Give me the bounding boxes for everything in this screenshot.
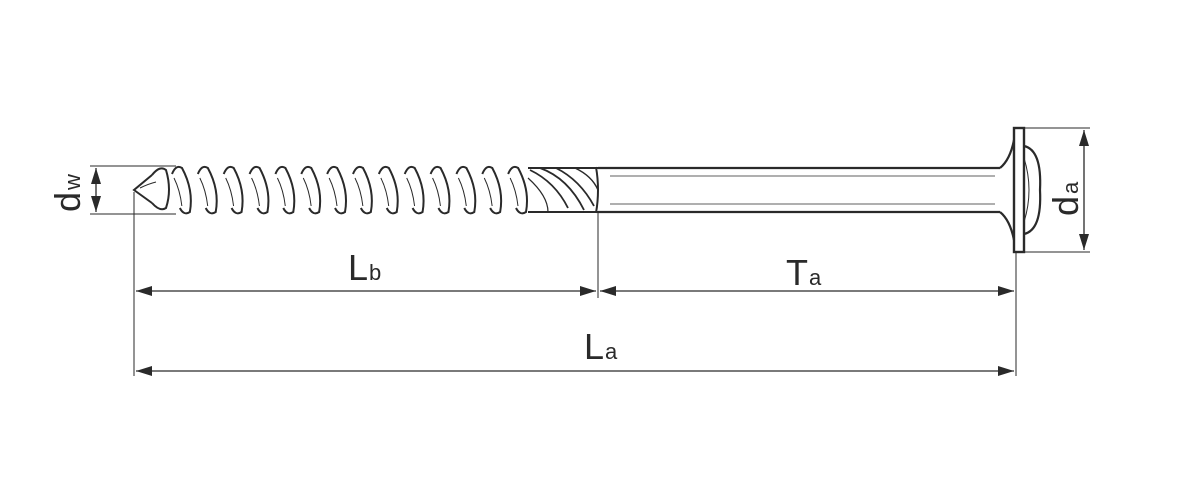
dimension-la: La [136, 326, 1014, 376]
extension-lines [133, 192, 1017, 376]
thread-turn [300, 165, 322, 215]
thread-turn [352, 165, 373, 215]
thread-core [354, 177, 364, 207]
da-label: da [1045, 181, 1086, 216]
dw-label: dw [47, 174, 88, 212]
screw-threads [171, 165, 529, 215]
ta-label: Ta [786, 252, 822, 293]
la-label: La [584, 326, 618, 367]
thread-turn [403, 165, 425, 215]
thread-core [328, 177, 338, 207]
thread-turn [248, 165, 270, 215]
thread-turn [196, 165, 218, 215]
thread-core [302, 177, 312, 207]
screw-shank [595, 166, 1000, 214]
thread-core [509, 177, 519, 207]
screw-drawing [132, 126, 1042, 254]
thread-core [225, 177, 235, 207]
thread-turn [377, 165, 399, 215]
dimension-lb: Lb [136, 247, 596, 296]
thread-core [457, 177, 467, 207]
thread-turn [429, 165, 451, 215]
thread-turn [455, 165, 477, 215]
thread-core [173, 177, 183, 207]
dimension-ta: Ta [600, 252, 1014, 296]
thread-turn [274, 165, 296, 215]
thread-core [406, 177, 416, 207]
dimension-da: da [1024, 127, 1090, 253]
thread-core [251, 177, 260, 207]
screw-tip [132, 167, 170, 211]
thread-turn [326, 165, 348, 215]
thread-turn [222, 165, 244, 215]
lb-label: Lb [348, 247, 381, 288]
dimension-dw: dw [47, 165, 176, 215]
screw-head [999, 126, 1042, 254]
thread-core [276, 177, 286, 207]
thread-core [380, 177, 390, 207]
thread-turn [171, 165, 192, 215]
thread-turn [507, 165, 529, 215]
thread-turn [481, 165, 503, 215]
screw-twist-section [527, 167, 599, 213]
thread-core [483, 177, 493, 207]
thread-core [199, 177, 209, 207]
thread-core [432, 177, 441, 207]
